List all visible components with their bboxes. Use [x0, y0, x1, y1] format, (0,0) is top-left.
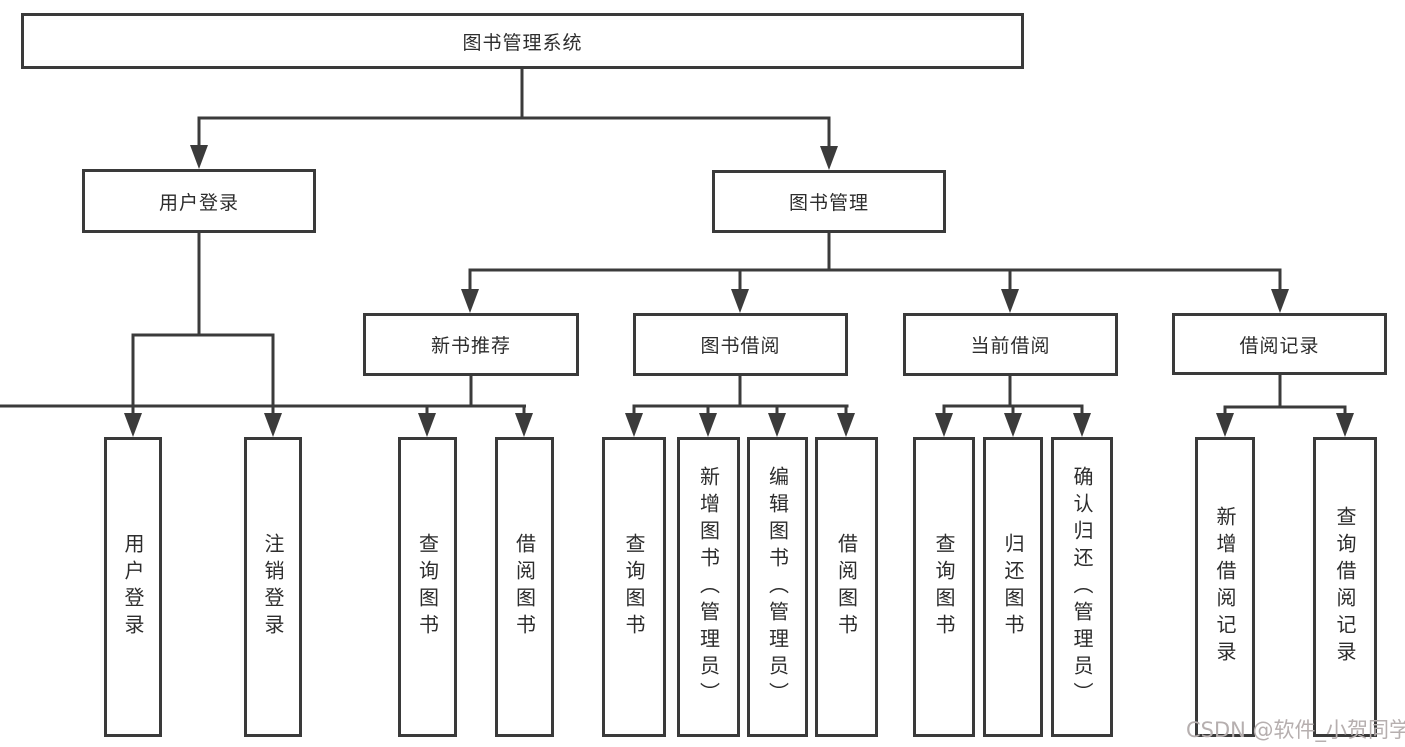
node-label: 借阅图书 — [834, 533, 859, 641]
node-label: 确认归还（管理员） — [1070, 465, 1094, 709]
node-label: 归还图书 — [1001, 533, 1025, 641]
node-label: 查询图书 — [415, 533, 440, 641]
node-label: 查询图书 — [932, 533, 956, 641]
node-label: 图书管理系统 — [462, 31, 583, 54]
node-leaf-edit-book-admin: 编辑图书（管理员） — [747, 437, 808, 737]
node-label: 注销登录 — [261, 533, 285, 641]
node-leaf-add-book-admin: 新增图书（管理员） — [677, 437, 740, 737]
node-library-management-system: 图书管理系统 — [21, 13, 1024, 69]
node-borrow-record: 借阅记录 — [1172, 313, 1387, 375]
connector-record-to-leaves — [1216, 375, 1354, 437]
node-label: 查询借阅记录 — [1333, 506, 1357, 668]
connector-userlogin-to-leaves — [124, 233, 282, 437]
node-leaf-confirm-return-admin: 确认归还（管理员） — [1051, 437, 1113, 737]
node-label: 图书借阅 — [700, 335, 781, 357]
connector-bookmgmt-to-level2 — [461, 233, 1289, 313]
node-leaf-borrow-book-recommend: 借阅图书 — [495, 437, 554, 737]
connector-borrow-to-leaves — [625, 376, 855, 437]
node-leaf-query-book-recommend: 查询图书 — [398, 437, 457, 737]
csdn-watermark: CSDN @软件_小贺同学 — [1186, 718, 1405, 742]
connector-current-to-leaves — [935, 376, 1091, 437]
node-leaf-logout: 注销登录 — [244, 437, 302, 737]
node-leaf-add-borrow-record: 新增借阅记录 — [1195, 437, 1255, 737]
node-leaf-return-book: 归还图书 — [983, 437, 1043, 737]
node-current-borrow: 当前借阅 — [903, 313, 1118, 376]
node-leaf-borrow-book: 借阅图书 — [815, 437, 878, 737]
node-label: 借阅记录 — [1239, 334, 1320, 357]
node-leaf-query-book-borrow: 查询图书 — [602, 437, 666, 737]
connector-newbook-to-leaves — [0, 376, 533, 437]
node-leaf-user-login: 用户登录 — [104, 437, 162, 737]
node-book-management: 图书管理 — [712, 170, 946, 233]
node-leaf-query-book-current: 查询图书 — [913, 437, 975, 737]
node-label: 当前借阅 — [970, 335, 1051, 357]
node-label: 图书管理 — [788, 192, 869, 214]
node-user-login: 用户登录 — [82, 169, 316, 233]
node-new-book-recommend: 新书推荐 — [363, 313, 579, 376]
node-label: 新书推荐 — [430, 335, 511, 357]
node-label: 新增图书（管理员） — [696, 465, 721, 709]
node-label: 查询图书 — [622, 533, 646, 641]
node-label: 新增借阅记录 — [1213, 506, 1237, 668]
node-book-borrow: 图书借阅 — [633, 313, 848, 376]
node-leaf-query-borrow-record: 查询借阅记录 — [1313, 437, 1377, 737]
node-label: 编辑图书（管理员） — [765, 465, 790, 709]
node-label: 用户登录 — [158, 191, 239, 214]
connector-root-to-level1 — [190, 69, 838, 170]
node-label: 借阅图书 — [512, 533, 537, 641]
node-label: 用户登录 — [121, 533, 145, 641]
